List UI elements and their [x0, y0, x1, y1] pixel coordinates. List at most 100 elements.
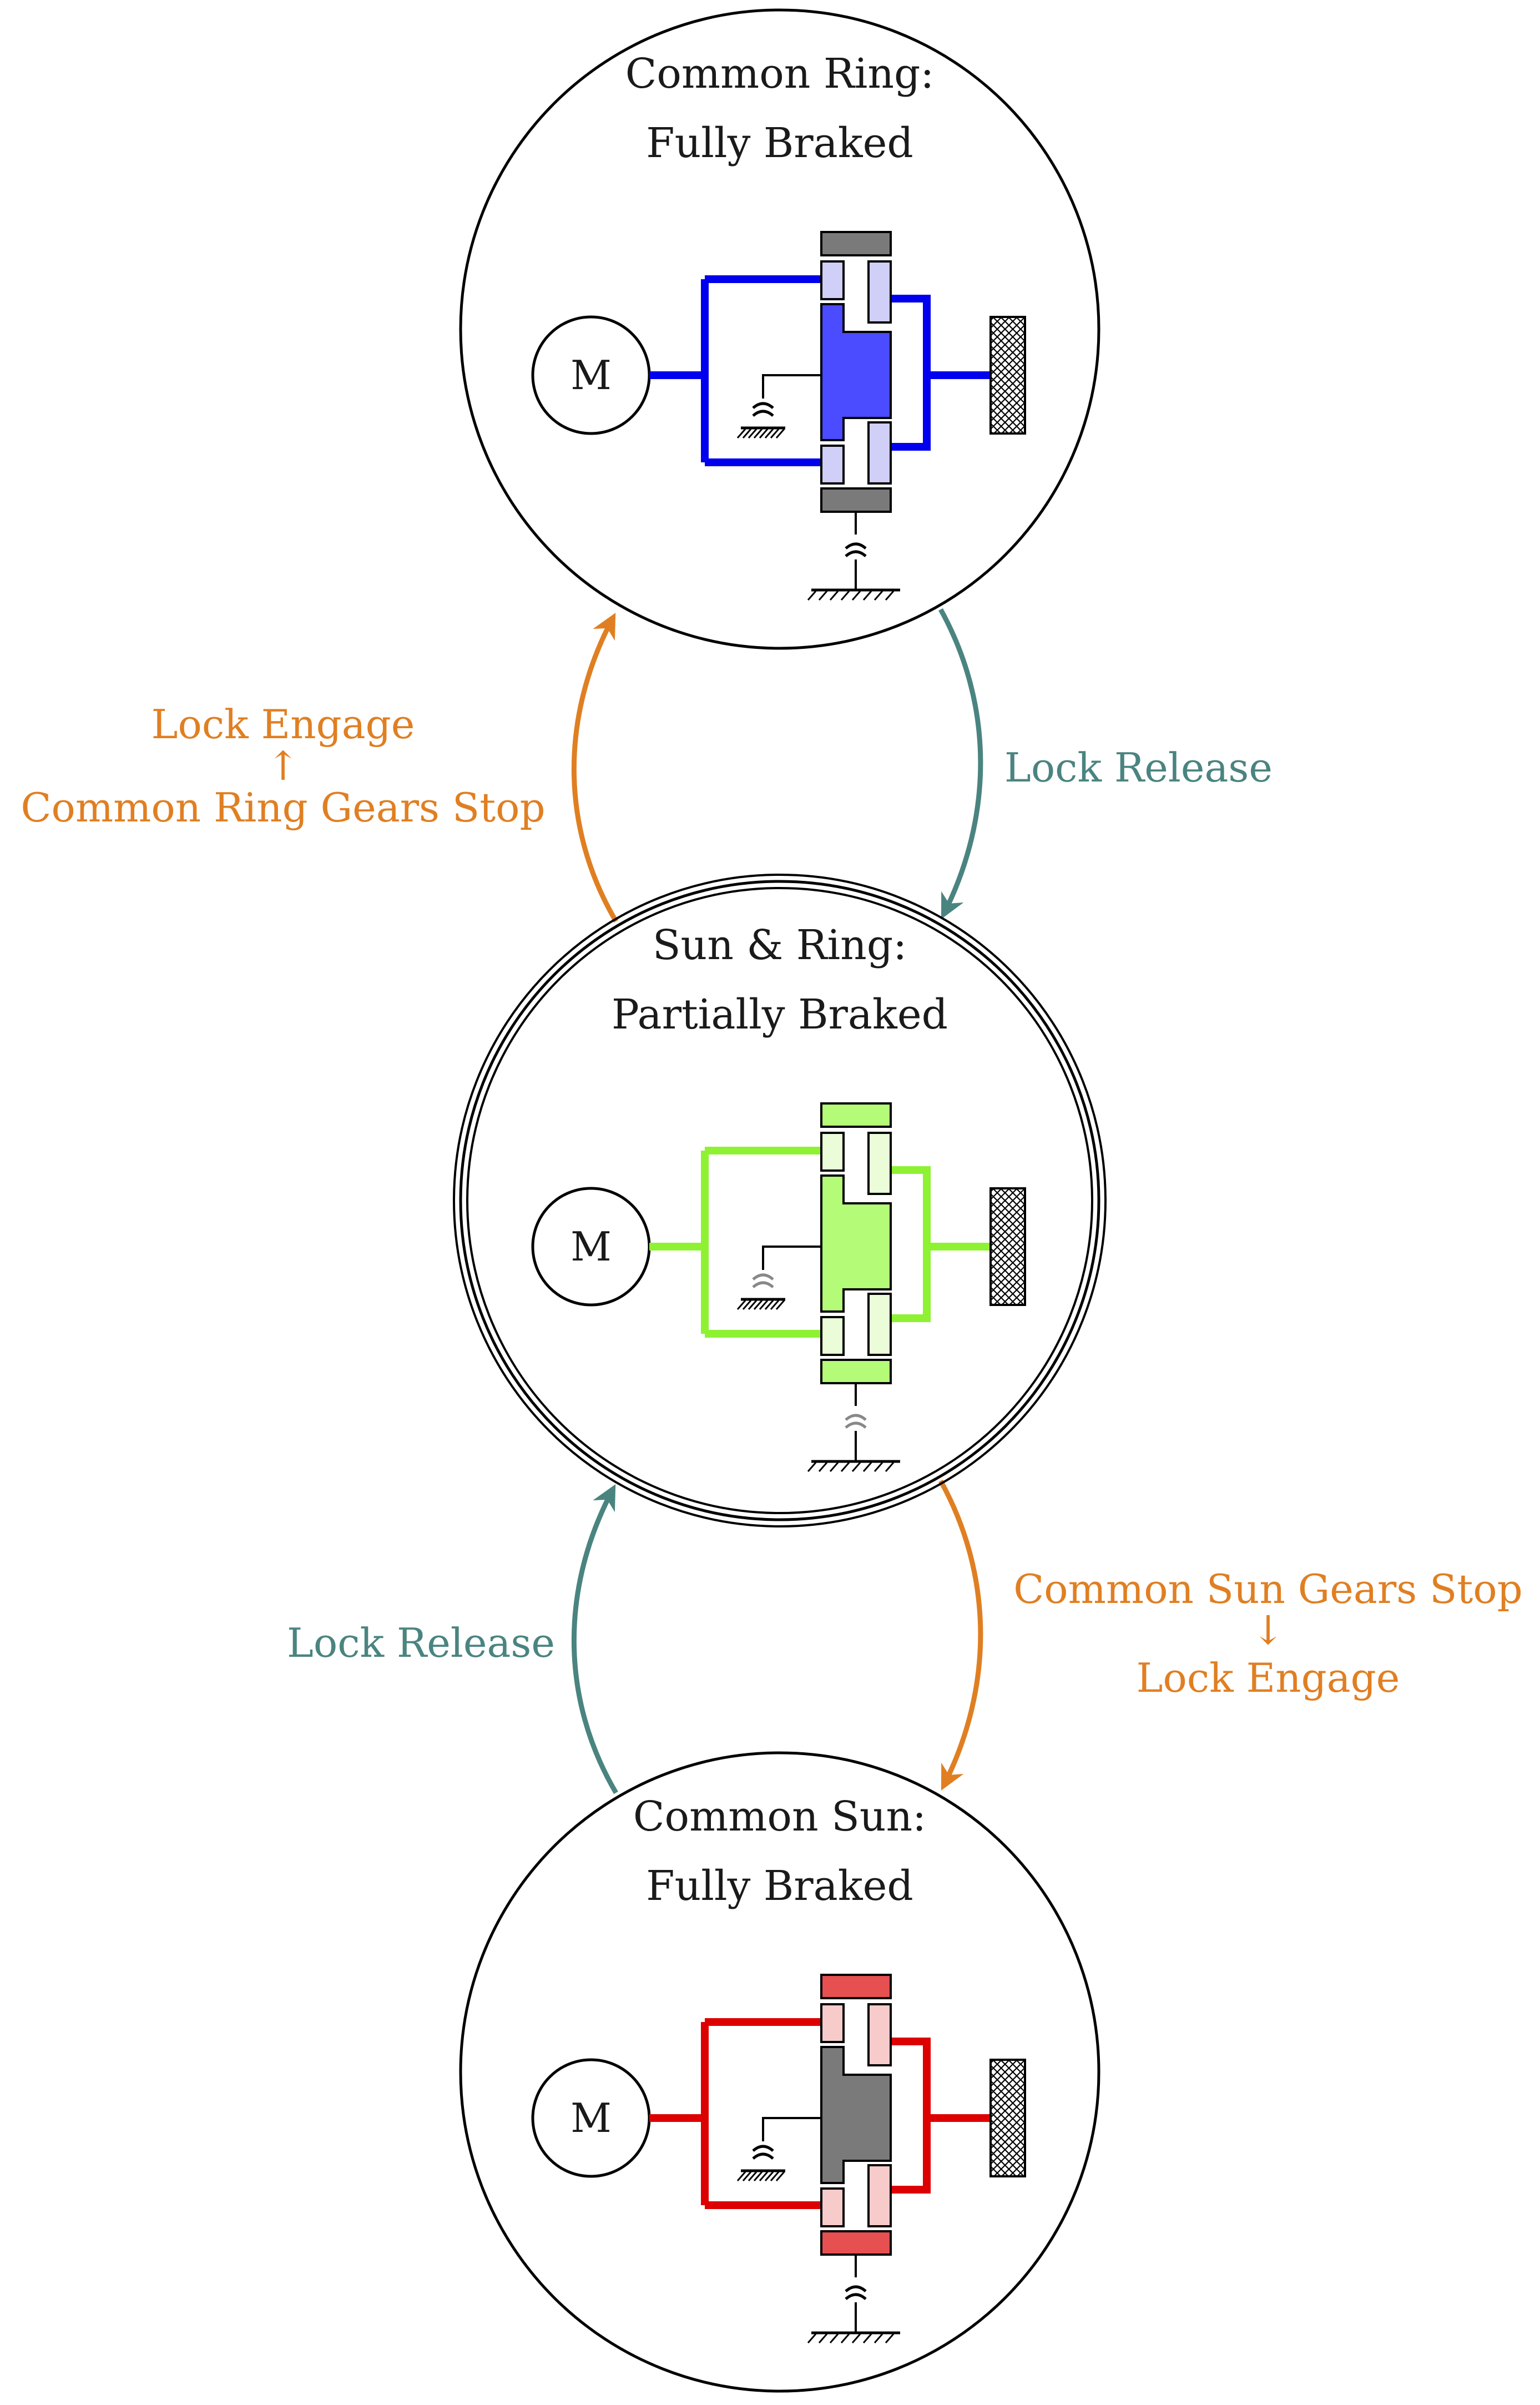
- ground-hatch: [770, 1300, 780, 1310]
- planet-bottom-left: [820, 445, 845, 485]
- planet-bottom-left: [820, 1316, 845, 1356]
- ground-hatch: [818, 1462, 828, 1472]
- ground-hatch: [851, 591, 861, 601]
- input-shaft: [649, 2018, 821, 2209]
- ground-hatch: [753, 1300, 763, 1310]
- brake-arc-bottom: [845, 1421, 867, 1429]
- planet-top-right: [867, 260, 892, 324]
- ground-hatch: [775, 2171, 785, 2181]
- gear-mechanism: M: [531, 231, 1026, 601]
- state-title-line1: Sun & Ring:: [653, 921, 907, 969]
- transition-partial-to-sun: Common Sun Gears Stop ↓ Lock Engage: [938, 1479, 1523, 1791]
- ground-hatch: [885, 2333, 895, 2343]
- planet-top-right: [867, 2003, 892, 2066]
- ground-hatch: [736, 1300, 746, 1310]
- inner-brake-link: [762, 2117, 821, 2141]
- ground-hatch: [862, 1462, 872, 1472]
- ground-hatch: [736, 2171, 746, 2181]
- ground-hatch: [862, 591, 872, 601]
- state-title-line1: Common Sun:: [633, 1793, 926, 1841]
- ground-hatch: [862, 2333, 872, 2343]
- state-title-line2: Fully Braked: [646, 1862, 913, 1910]
- brake-arc-bottom: [752, 410, 774, 417]
- ring-gear-bottom: [820, 2230, 892, 2256]
- ground-hatch: [885, 591, 895, 601]
- output-shaft: [874, 295, 991, 451]
- gear-mechanism: M: [531, 1102, 1026, 1472]
- ground-hatch: [840, 2333, 850, 2343]
- planet-top-left: [820, 2003, 845, 2043]
- ground-hatch: [829, 591, 839, 601]
- ground-hatch: [742, 428, 752, 438]
- outer-brake-icon: [845, 2285, 867, 2300]
- planet-top-left: [820, 260, 845, 300]
- planet-bottom-right: [867, 2164, 892, 2227]
- brake-arc-bottom: [845, 550, 867, 557]
- outer-ground-icon: [807, 2331, 900, 2343]
- ground-hatch: [770, 2171, 780, 2181]
- inner-brake-link: [762, 1246, 821, 1270]
- ground-hatch: [775, 428, 785, 438]
- motor-label: M: [570, 1223, 612, 1270]
- brake-arc-bottom: [752, 2152, 774, 2160]
- brake-arc-top: [752, 2145, 774, 2152]
- ground-hatch: [818, 2333, 828, 2343]
- edge-label-lock-engage-bottom: Lock Engage: [1137, 1655, 1400, 1701]
- ring-gear-top: [820, 231, 892, 256]
- ground-hatch: [873, 591, 883, 601]
- edge-arrow-release-up: [571, 1484, 618, 1794]
- output-load-block: [989, 2059, 1026, 2177]
- ground-hatch: [829, 1462, 839, 1472]
- ground-hatch: [742, 2171, 752, 2181]
- state-circle-outer: [453, 874, 1107, 1527]
- output-load-block: [989, 316, 1026, 435]
- state-title-line2: Fully Braked: [646, 119, 913, 167]
- inner-ground-icon: [736, 2169, 785, 2181]
- ground-hatch: [764, 2171, 774, 2181]
- edge-label-common-ring-gears-stop: Common Ring Gears Stop: [21, 784, 545, 831]
- outer-brake-icon: [845, 1414, 867, 1429]
- brake-arc-top: [845, 542, 867, 549]
- ground-hatch: [807, 591, 817, 601]
- edge-arrow-engage-up: [571, 613, 618, 923]
- motor-label: M: [570, 352, 612, 399]
- planet-bottom-left: [820, 2187, 845, 2227]
- ground-hatch: [851, 1462, 861, 1472]
- ground-hatch: [851, 2333, 861, 2343]
- state-title-line2: Partially Braked: [612, 991, 948, 1038]
- ring-gear-top: [820, 1102, 892, 1128]
- outer-brake-icon: [845, 542, 867, 557]
- state-circle: [459, 8, 1100, 650]
- ground-hatch: [829, 2333, 839, 2343]
- planet-top-right: [867, 1132, 892, 1195]
- transition-ring-to-partial: Lock Release: [938, 608, 1273, 920]
- inner-brake-icon: [752, 1273, 774, 1288]
- ground-hatch: [764, 1300, 774, 1310]
- edge-label-lock-release-bottom: Lock Release: [287, 1620, 555, 1666]
- motor-label: M: [570, 2095, 612, 2141]
- brake-arc-top: [845, 1414, 867, 1421]
- gear-mechanism: M: [531, 1974, 1026, 2343]
- state-circle: [459, 1751, 1100, 2393]
- brake-arc-top: [752, 402, 774, 409]
- ground-hatch: [759, 428, 769, 438]
- input-shaft: [649, 1147, 821, 1338]
- edge-label-common-sun-gears-stop: Common Sun Gears Stop: [1013, 1566, 1523, 1612]
- ground-hatch: [759, 1300, 769, 1310]
- brake-arc-top: [845, 2285, 867, 2292]
- edge-label-arrow-down: ↓: [1251, 1607, 1285, 1653]
- sun-carrier-body: [820, 2046, 892, 2184]
- edge-label-lock-engage-top: Lock Engage: [152, 701, 415, 748]
- inner-brake-icon: [752, 2145, 774, 2160]
- inner-brake-icon: [752, 402, 774, 417]
- ground-hatch: [764, 428, 774, 438]
- outer-ground-icon: [807, 588, 900, 601]
- sun-carrier-body: [820, 1174, 892, 1313]
- ground-hatch: [818, 591, 828, 601]
- ground-hatch: [748, 1300, 758, 1310]
- ground-hatch: [742, 1300, 752, 1310]
- ring-gear-top: [820, 1974, 892, 1999]
